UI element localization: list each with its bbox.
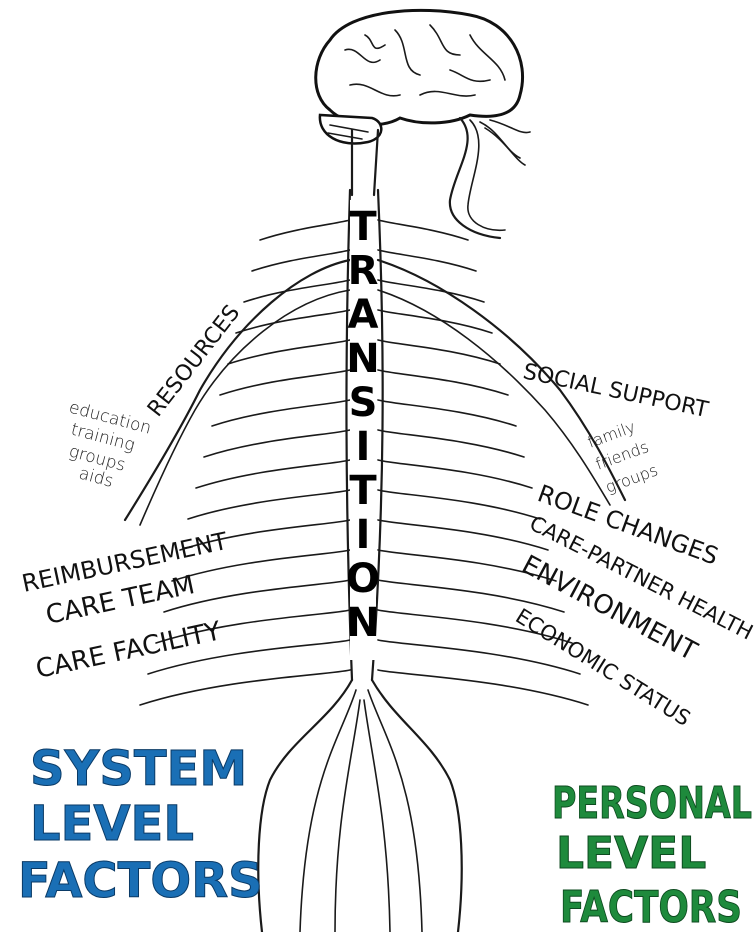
nerve-branch-left xyxy=(220,370,350,395)
heading-line: PERSONAL xyxy=(552,778,752,829)
personal-level-heading: PERSONAL LEVEL FACTORS xyxy=(552,778,752,932)
nerve-branch-right xyxy=(378,250,476,271)
nerve-branch-right xyxy=(378,340,500,364)
nerve-branch-left xyxy=(228,340,350,364)
nerve-branch-left xyxy=(188,490,350,519)
transition-letter: R xyxy=(348,248,379,294)
nerve-branch-left xyxy=(236,310,350,333)
nerve-branch-left xyxy=(140,670,350,705)
nerve-branch-right xyxy=(378,520,548,550)
transition-letter: I xyxy=(356,424,371,470)
nerve-branch-right xyxy=(378,430,524,457)
heading-line: LEVEL xyxy=(30,796,194,852)
transition-letter: T xyxy=(349,468,377,514)
transition-letter: A xyxy=(348,292,379,338)
resources-items: education training groups aids xyxy=(67,398,154,492)
transition-letter: T xyxy=(349,204,377,250)
heading-line: SYSTEM xyxy=(30,741,247,797)
nerve-branch-left xyxy=(196,460,350,488)
nerve-branch-left xyxy=(260,220,350,240)
brain-icon xyxy=(316,10,530,238)
heading-line: FACTORS xyxy=(18,853,263,909)
nerve-branch-right xyxy=(378,670,588,705)
transition-letter: O xyxy=(346,556,380,602)
nerve-branch-right xyxy=(378,490,540,519)
transition-letter: N xyxy=(346,600,379,646)
personal-factors-list: ROLE CHANGES CARE-PARTNER HEALTH ENVIRON… xyxy=(511,479,754,731)
social-support-items: family friends groups xyxy=(585,417,660,497)
nerve-branch-right xyxy=(378,220,468,240)
nerve-branch-right xyxy=(378,310,492,333)
heading-line: LEVEL xyxy=(556,828,706,879)
system-level-heading: SYSTEM LEVEL FACTORS xyxy=(18,741,263,909)
nerve-branch-left xyxy=(204,430,350,457)
transition-letter: I xyxy=(356,512,371,558)
transition-letter: S xyxy=(349,380,378,426)
nerve-branch-left xyxy=(212,400,350,426)
nerve-branch-right xyxy=(378,460,532,488)
social-support-label: SOCIAL SUPPORT xyxy=(521,359,711,423)
nerve-branch-left xyxy=(252,250,350,271)
transition-letter: N xyxy=(346,336,379,382)
heading-line: FACTORS xyxy=(560,882,742,932)
nerve-branch-right xyxy=(378,400,516,426)
nerve-branch-right xyxy=(378,370,508,395)
